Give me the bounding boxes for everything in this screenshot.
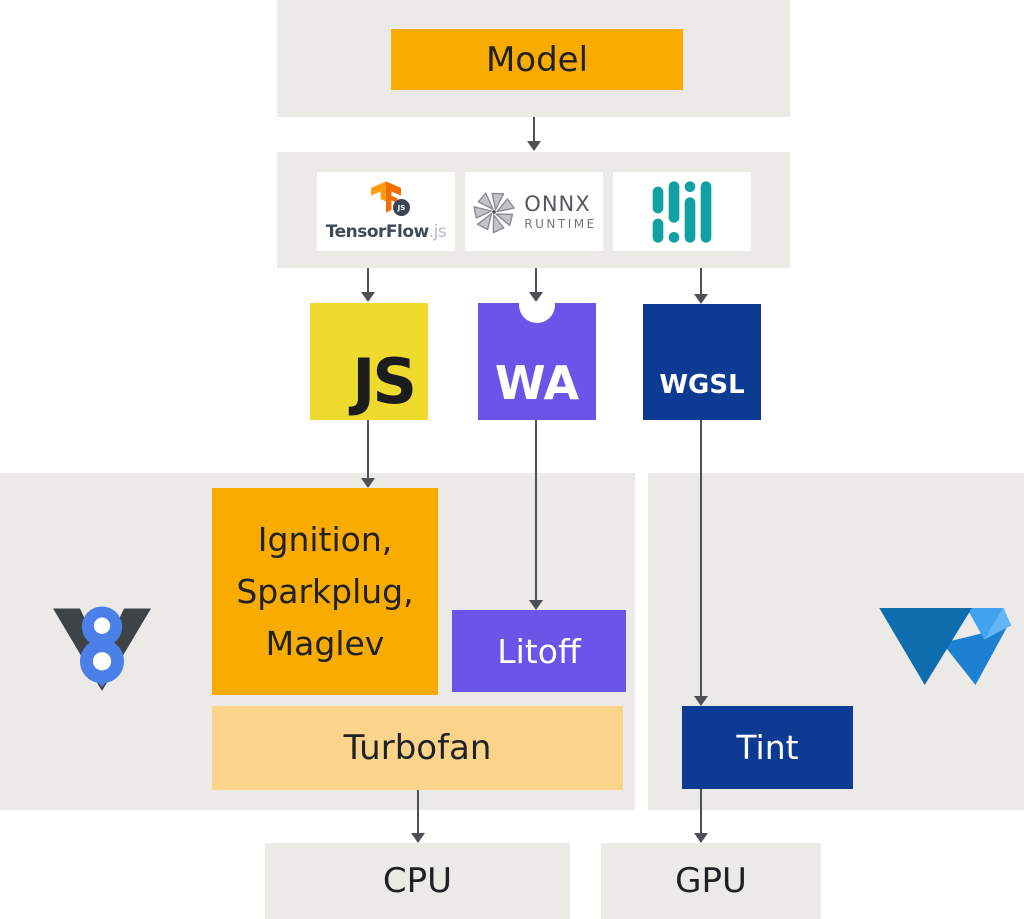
tensorflowjs-logo-icon — [371, 181, 401, 213]
arrow-model-to-frameworks — [527, 117, 541, 151]
ignition-line: Ignition, — [257, 519, 393, 559]
arrow-wgsl-to-tint — [694, 420, 708, 706]
mediapipe-card — [613, 172, 751, 251]
onnx-text-line2: RUNTIME — [524, 216, 597, 231]
wgsl-box: WGSL — [643, 304, 761, 420]
mediapipe-logo-icon — [652, 180, 712, 243]
onnx-runtime-card: ONNX RUNTIME — [465, 172, 603, 251]
tensorflow-suffix-text: .js — [428, 222, 447, 242]
tint-box: Tint — [682, 706, 853, 789]
litoff-label: Litoff — [497, 631, 581, 671]
turbofan-box: Turbofan — [212, 706, 623, 790]
arrow-wasm-to-litoff — [529, 420, 543, 610]
onnx-pinwheel-icon — [473, 191, 516, 233]
tensorflow-brand-text: TensorFlow — [325, 222, 429, 242]
v8-logo-icon — [53, 606, 151, 691]
arrow-js-to-ignition — [361, 420, 375, 488]
onnx-text-line1: ONNX — [524, 191, 591, 216]
model-label: Model — [485, 39, 589, 80]
tint-label: Tint — [736, 728, 799, 767]
js-box: JS — [310, 303, 428, 420]
cpu-box: CPU — [265, 843, 570, 919]
arrow-onnx-to-wasm — [529, 268, 543, 302]
tensorflow-js-badge: JS — [393, 199, 410, 216]
litoff-box: Litoff — [452, 610, 626, 692]
gpu-label: GPU — [675, 861, 747, 901]
maglev-line: Maglev — [265, 623, 385, 663]
wasm-label: WA — [494, 356, 580, 410]
arrow-tint-to-gpu — [694, 789, 708, 843]
cpu-label: CPU — [382, 861, 453, 901]
wgsl-label: WGSL — [659, 370, 745, 400]
arrow-turbofan-to-cpu — [411, 790, 425, 843]
tensorflowjs-card: JS TensorFlow.js — [317, 172, 455, 251]
wasm-box: WA — [478, 303, 596, 420]
ignition-sparkplug-maglev-box: Ignition, Sparkplug, Maglev — [212, 488, 438, 695]
arrow-tensorflow-to-js — [361, 268, 375, 302]
webgpu-logo-icon — [879, 608, 1012, 685]
turbofan-label: Turbofan — [343, 728, 492, 768]
onnx-wordmark: ONNX RUNTIME — [524, 191, 597, 231]
tensorflow-wordmark: TensorFlow.js — [317, 222, 455, 242]
js-label: JS — [352, 345, 417, 418]
arrow-mediapipe-to-wgsl — [694, 268, 708, 304]
gpu-box: GPU — [601, 843, 821, 919]
sparkplug-line: Sparkplug, — [236, 571, 414, 611]
model-box: Model — [391, 29, 683, 90]
